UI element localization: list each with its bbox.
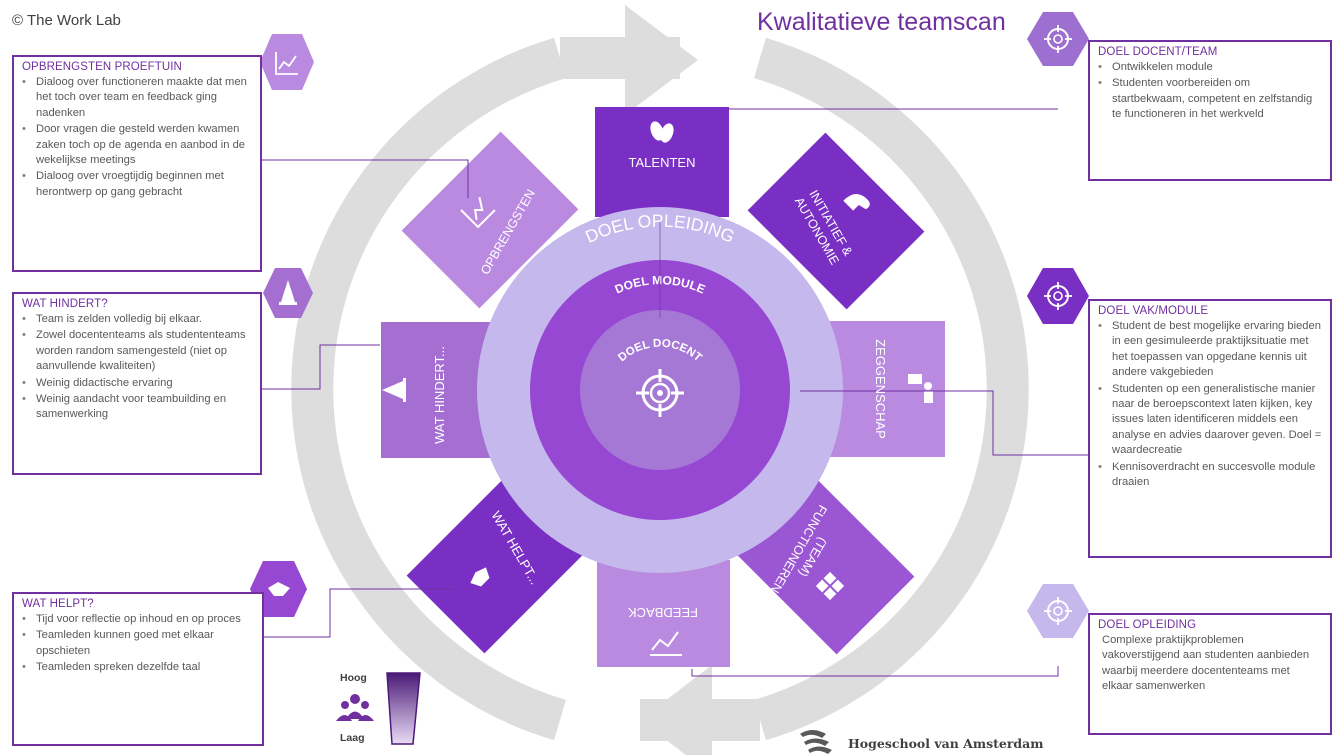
- hexagon-wat-helpt: [250, 561, 307, 617]
- list-item: Team is zelden volledig bij elkaar.: [22, 312, 252, 328]
- segment-opbrengsten[interactable]: [401, 131, 579, 309]
- traffic-cone-icon: [382, 378, 406, 402]
- box-wat-hindert: WAT HINDERT? Team is zelden volledig bij…: [12, 292, 262, 475]
- list-item: Teamleden kunnen goed met elkaar opschie…: [22, 628, 254, 659]
- segment-initiatief[interactable]: [747, 132, 925, 310]
- megaphone-person-icon: [908, 374, 933, 403]
- page-title: Kwalitatieve teamscan: [757, 8, 1006, 36]
- target-icon: [1044, 282, 1072, 310]
- segment-label-wat-hindert: WAT HINDERT...: [432, 346, 447, 444]
- list-item: Zowel docententeams als studententeams w…: [22, 328, 252, 374]
- segment-label-talenten: TALENTEN: [629, 155, 696, 170]
- list-item: Dialoog over functioneren maakte dat men…: [22, 75, 252, 121]
- cycle-arrow-bottom-icon: [640, 665, 712, 755]
- segment-feedback[interactable]: [597, 560, 730, 667]
- box-heading: OPBRENGSTEN PROEFTUIN: [22, 61, 182, 73]
- segment-label-zeggenschap: ZEGGENSCHAP: [873, 339, 888, 439]
- target-icon: [1044, 25, 1072, 53]
- clapping-hands-icon: [650, 121, 674, 143]
- cycle-arrow-top-icon: [625, 5, 698, 115]
- handshake-icon: [268, 582, 290, 596]
- list-item: Weinig didactische ervaring: [22, 376, 252, 392]
- list-item: Studenten voorbereiden om startbekwaam, …: [1098, 76, 1322, 122]
- team-people-icon: [336, 694, 374, 721]
- legend-high: Hoog: [340, 672, 367, 684]
- list-item: Teamleden spreken dezelfde taal: [22, 660, 254, 676]
- legend-low: Laag: [340, 732, 365, 744]
- hexagon-wat-hindert: [263, 268, 313, 318]
- list-item: Studenten op een generalistische manier …: [1098, 382, 1322, 459]
- box-doel-docent-team: DOEL DOCENT/TEAM Ontwikkelen module Stud…: [1088, 40, 1332, 181]
- hva-logo-icon: [800, 730, 832, 754]
- box-opbrengsten-proeftuin: OPBRENGSTEN PROEFTUIN Dialoog over funct…: [12, 55, 262, 272]
- box-heading: WAT HELPT?: [22, 598, 94, 610]
- intensity-scale-bar: [386, 672, 421, 745]
- target-icon: [1044, 597, 1072, 625]
- list-item: Kennisoverdracht en succesvolle module d…: [1098, 460, 1322, 491]
- box-heading: DOEL VAK/MODULE: [1098, 305, 1209, 317]
- list-item: Dialoog over vroegtijdig beginnen met he…: [22, 169, 252, 200]
- list-item: Student de best mogelijke ervaring biede…: [1098, 319, 1322, 381]
- box-doel-opleiding: DOEL OPLEIDING Complexe praktijkprobleme…: [1088, 613, 1332, 735]
- traffic-cone-icon: [281, 280, 295, 302]
- segment-talenten[interactable]: [595, 107, 729, 217]
- box-wat-helpt: WAT HELPT? Tijd voor reflectie op inhoud…: [12, 592, 264, 746]
- connector-lines: [255, 108, 1088, 677]
- hexagon-doel-vak-module: [1027, 268, 1089, 324]
- box-heading: DOEL DOCENT/TEAM: [1098, 46, 1218, 58]
- line-chart-icon: [460, 197, 496, 229]
- flexed-arm-icon: [843, 194, 870, 211]
- list-item: Door vragen die gesteld werden kwamen za…: [22, 122, 252, 168]
- hexagon-opbrengsten: [260, 34, 314, 90]
- box-heading: DOEL OPLEIDING: [1098, 619, 1197, 631]
- growth-chart-icon: [650, 631, 682, 656]
- segment-label-feedback: FEEDBACK: [628, 605, 698, 620]
- box-doel-vak-module: DOEL VAK/MODULE Student de best mogelijk…: [1088, 299, 1332, 558]
- line-chart-icon: [275, 52, 298, 75]
- target-icon: [636, 369, 684, 417]
- box-text: Complexe praktijkproblemen vakoverstijge…: [1102, 634, 1310, 693]
- hexagon-doel-opleiding: [1027, 584, 1089, 638]
- list-item: Ontwikkelen module: [1098, 60, 1322, 76]
- hexagon-doel-docent-team: [1027, 12, 1089, 66]
- handshake-icon: [470, 567, 490, 587]
- institution-name: Hogeschool van Amsterdam: [848, 736, 1044, 751]
- copyright-text: © The Work Lab: [12, 12, 121, 29]
- list-item: Weinig aandacht voor teambuilding en sam…: [22, 392, 252, 423]
- box-heading: WAT HINDERT?: [22, 298, 108, 310]
- list-item: Tijd voor reflectie op inhoud en op proc…: [22, 612, 254, 628]
